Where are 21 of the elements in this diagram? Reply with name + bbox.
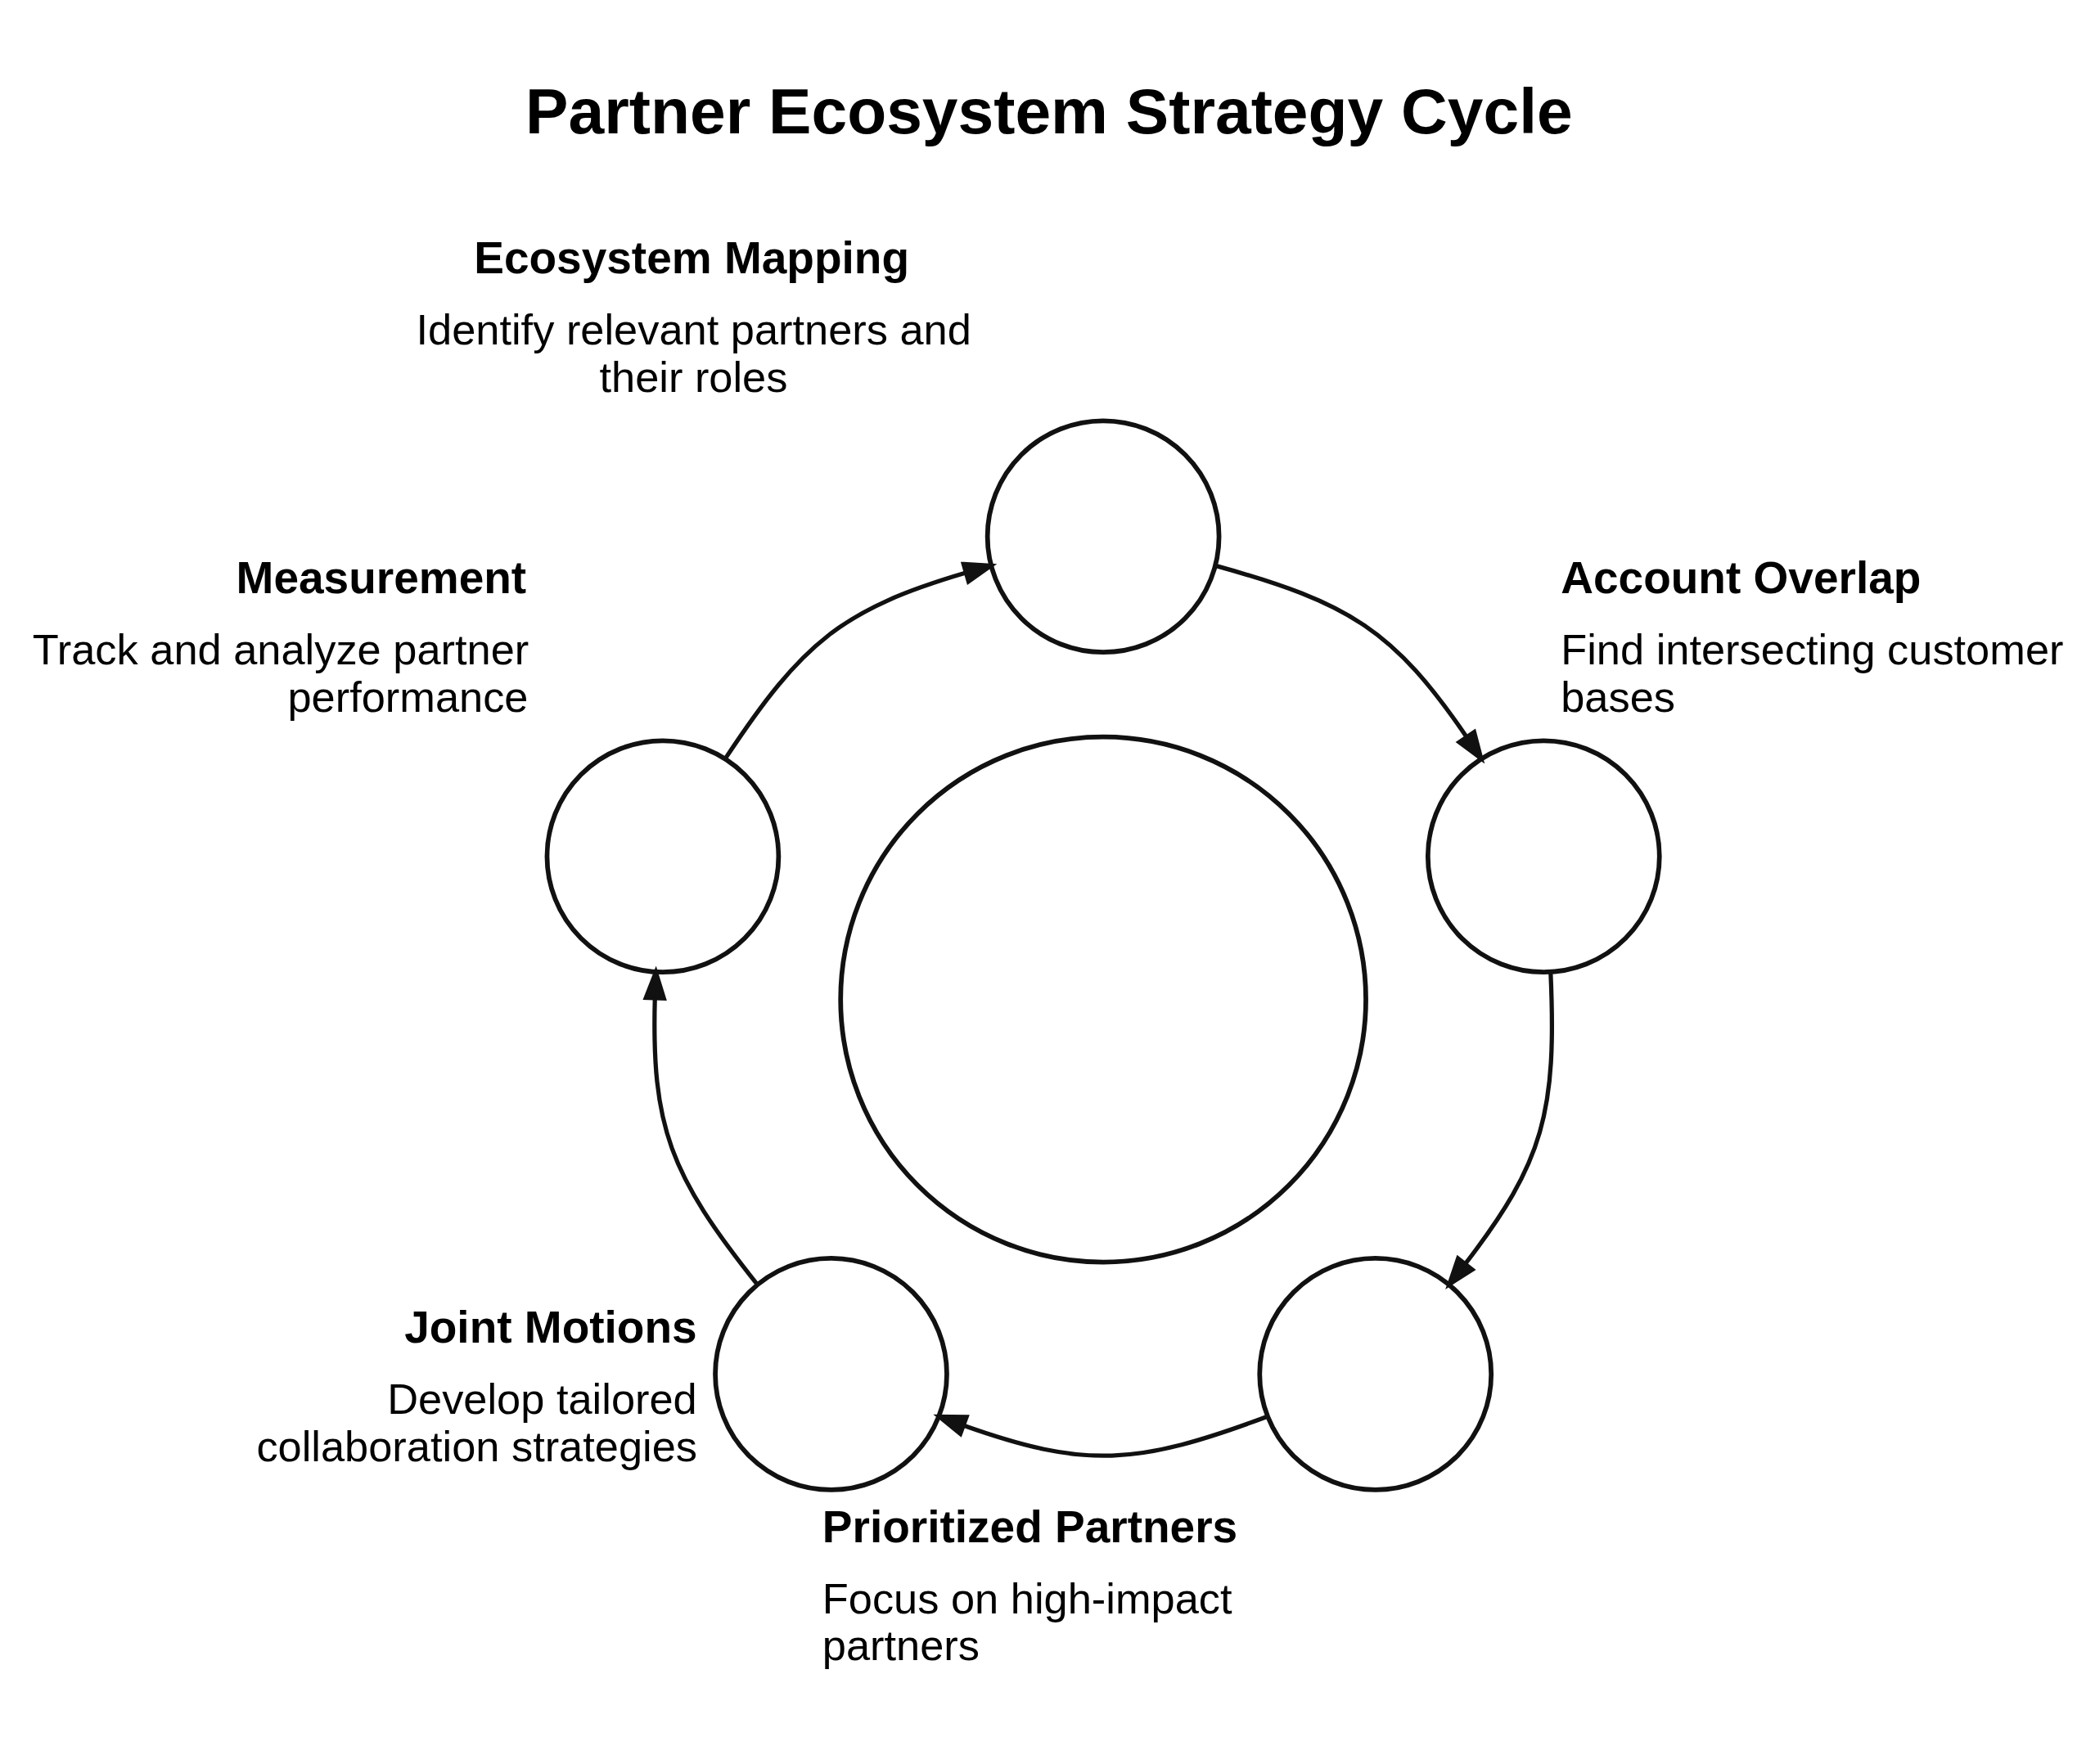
node-circle xyxy=(544,737,782,974)
node-label: Identify relevant partners and their roles xyxy=(416,305,971,401)
node-circle xyxy=(984,417,1222,655)
arrow xyxy=(933,1414,1268,1458)
node-label: Joint Motions xyxy=(404,1301,697,1352)
node-circle xyxy=(1425,737,1662,974)
arrow xyxy=(1445,971,1554,1289)
node-label: Focus on high-impact partners xyxy=(822,1574,1232,1669)
node-label: Account Overlap xyxy=(1561,551,1922,603)
node-label: Find intersecting customer bases xyxy=(1561,625,2064,721)
node-label: Prioritized Partners xyxy=(822,1501,1238,1552)
node-label: Develop tailored collaboration strategies xyxy=(256,1375,698,1470)
node-label: Measurement xyxy=(236,551,527,603)
diagram-title: Partner Ecosystem Strategy Cycle xyxy=(525,74,1573,147)
node-label: Track and analyze partner performance xyxy=(32,625,529,721)
node-label: Ecosystem Mapping xyxy=(474,232,909,283)
node-circle xyxy=(713,1255,949,1492)
node-circle xyxy=(838,734,1368,1264)
arrow xyxy=(723,561,998,759)
arrow xyxy=(642,965,759,1285)
arrow xyxy=(1214,563,1485,764)
